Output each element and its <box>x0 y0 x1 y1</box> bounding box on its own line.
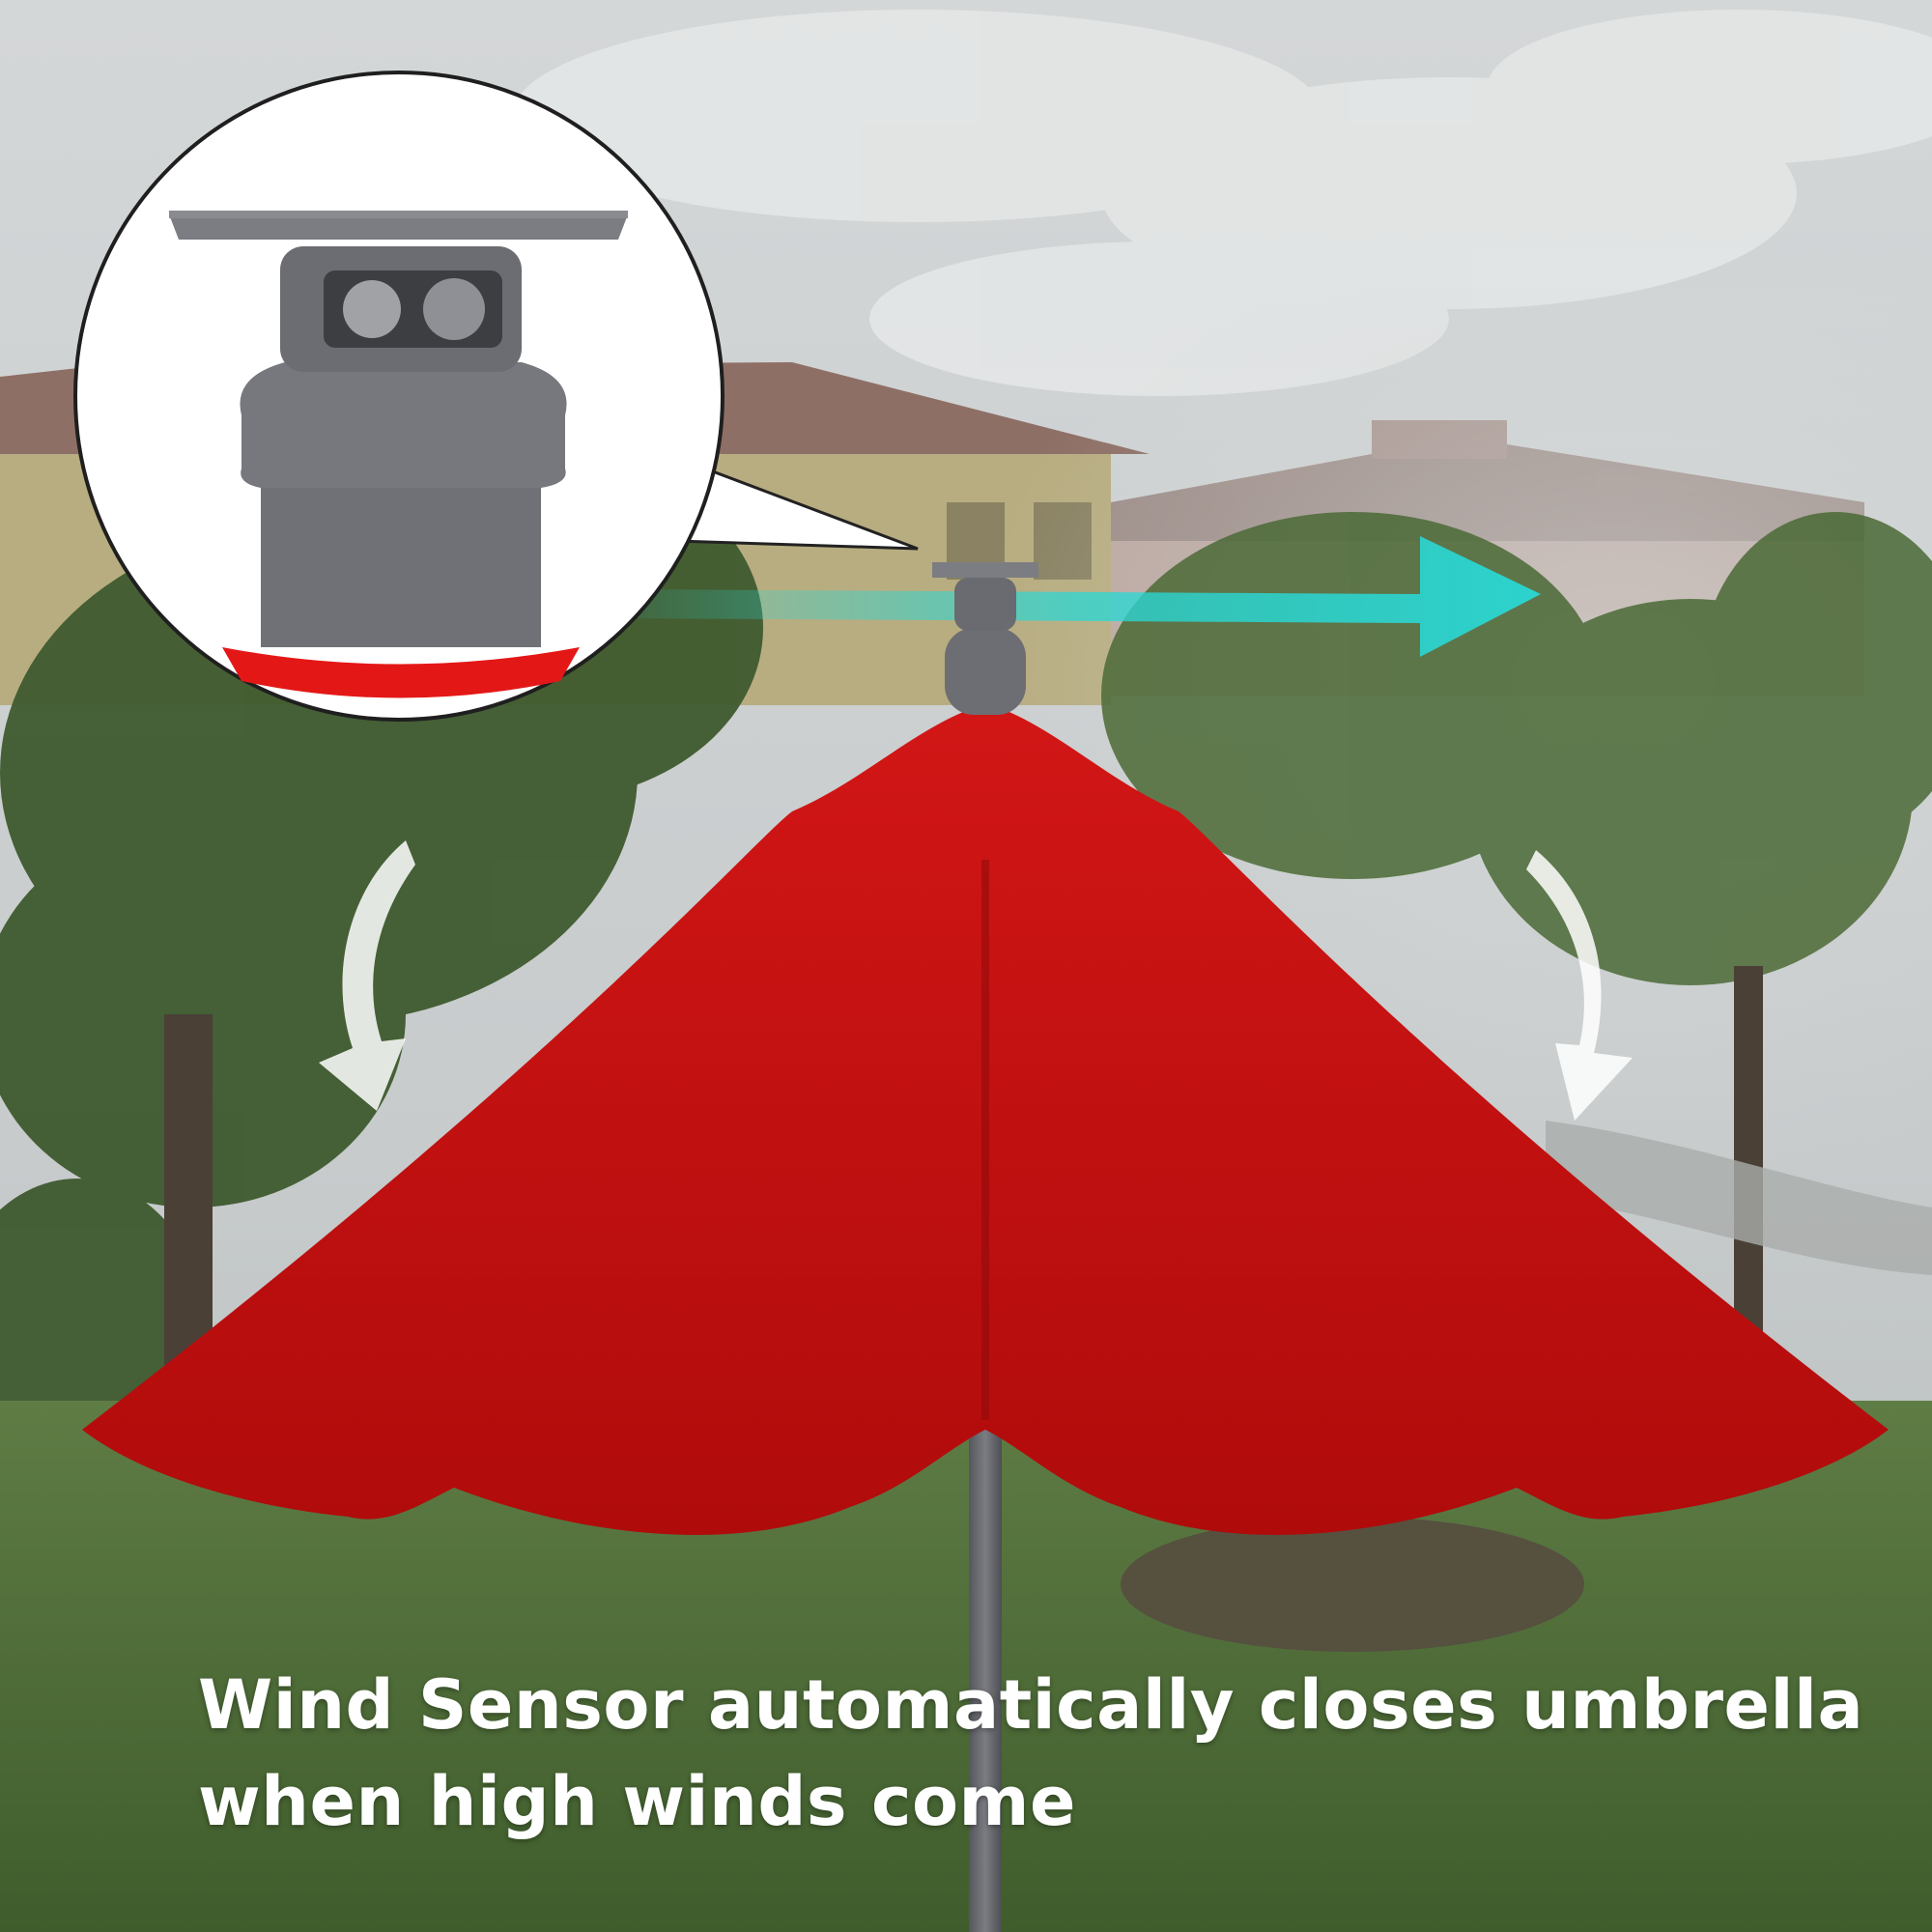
clouds <box>512 10 1932 396</box>
left-curved-down-arrow-icon <box>319 840 415 1111</box>
caption-line-2: when high winds come <box>198 1762 1076 1841</box>
sensor-top <box>932 562 1038 578</box>
umbrella <box>82 562 1889 1932</box>
caption-line-1: Wind Sensor automatically closes umbrell… <box>198 1665 1864 1745</box>
caption: Wind Sensor automatically closes umbrell… <box>198 1657 1864 1850</box>
sensor-base <box>945 628 1026 715</box>
wind-direction-arrow-icon <box>609 536 1541 657</box>
garden-path <box>1546 1121 1932 1275</box>
garden-rock <box>1121 1517 1584 1652</box>
sensor-housing <box>954 578 1016 631</box>
sensor-magnifier-callout-icon <box>73 71 919 722</box>
umbrella-pole <box>969 1372 1002 1932</box>
right-curved-down-arrow-icon <box>1526 850 1633 1121</box>
